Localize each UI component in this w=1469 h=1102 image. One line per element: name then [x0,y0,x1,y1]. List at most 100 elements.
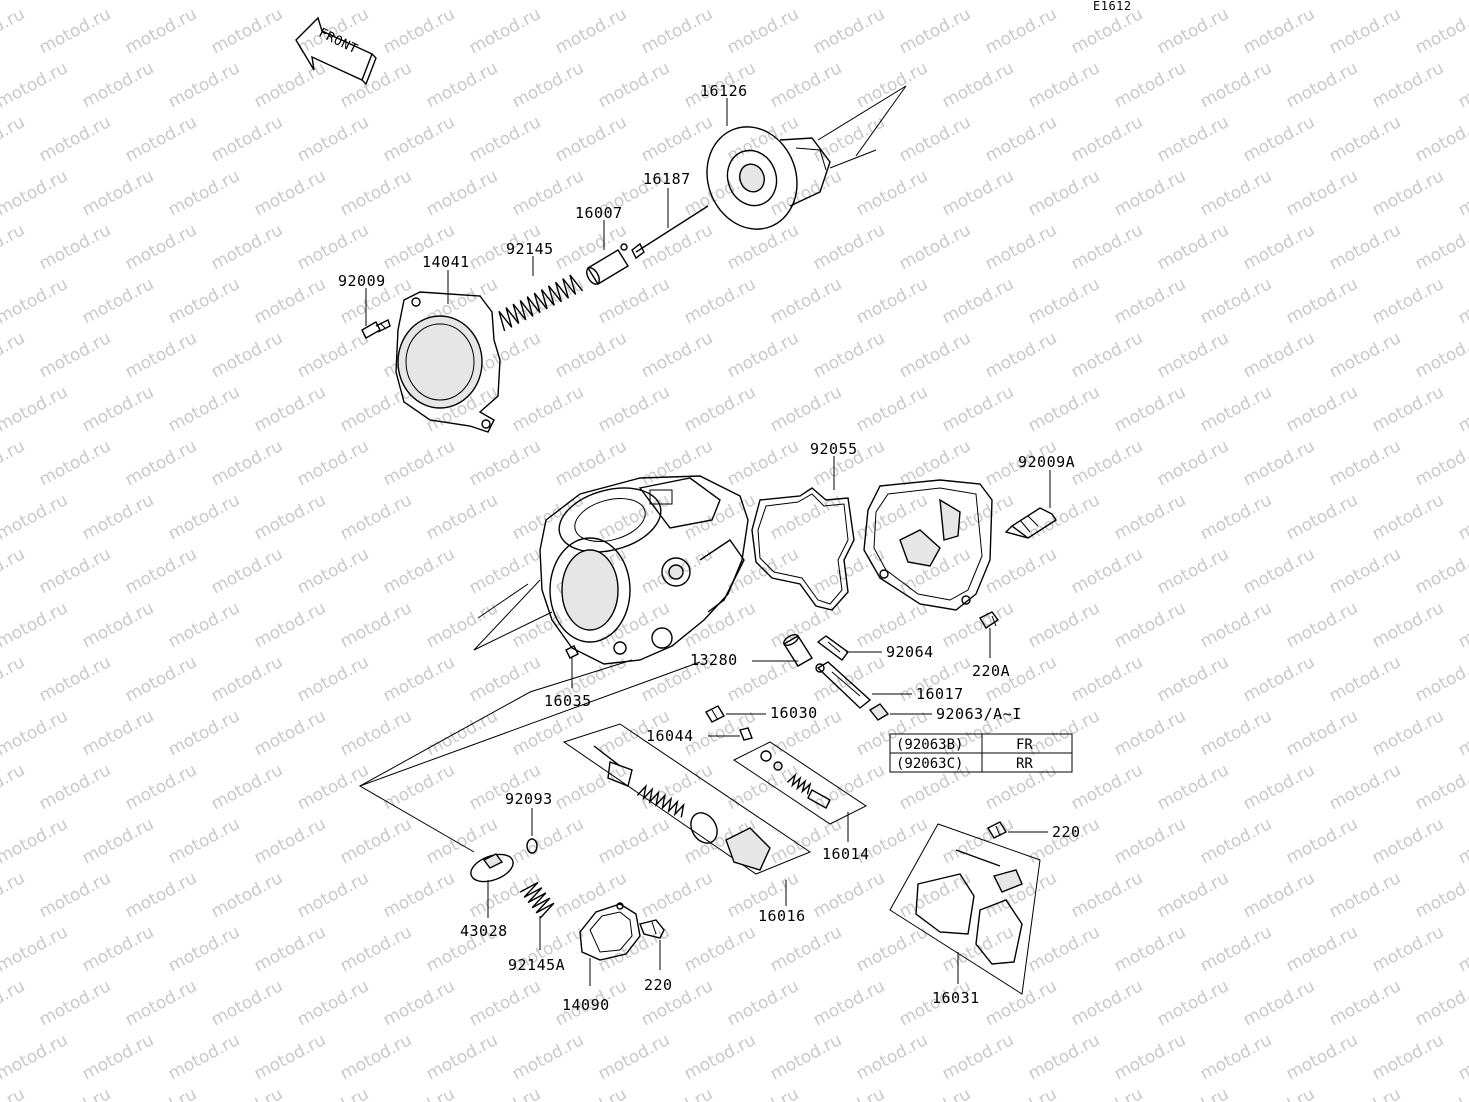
watermark-text: motod.ru [1240,544,1318,598]
watermark-text: motod.ru [853,274,931,328]
variant-table: (92063B) FR (92063C) RR [889,733,1073,773]
label-16035: 16035 [544,692,592,710]
part-16014-pilot-screw-kit-icon [733,741,867,825]
watermark-text: motod.ru [251,1030,329,1084]
watermark-text: motod.ru [122,868,200,922]
watermark-text: motod.ru [423,58,501,112]
watermark-text: motod.ru [853,58,931,112]
watermark-text: motod.ru [595,58,673,112]
watermark-text: motod.ru [1154,544,1232,598]
watermark-text: motod.ru [337,922,415,976]
watermark-text: motod.ru [1111,58,1189,112]
watermark-text: motod.ru [79,814,157,868]
watermark-text: motod.ru [638,436,716,490]
watermark-text: motod.ru [1068,220,1146,274]
watermark-text: motod.ru [767,0,845,4]
watermark-text: motod.ru [1412,544,1469,598]
watermark-text: motod.ru [724,760,802,814]
watermark-text: motod.ru [939,0,1017,4]
watermark-text: motod.ru [1283,166,1361,220]
watermark-text: motod.ru [1068,112,1146,166]
watermark-text: motod.ru [337,0,415,4]
watermark-text: motod.ru [1025,1030,1103,1084]
watermark-text: motod.ru [79,598,157,652]
watermark-text: motod.ru [1412,112,1469,166]
watermark-text: motod.ru [681,0,759,4]
watermark-text: motod.ru [896,112,974,166]
part-92009-screw-icon [361,319,391,339]
watermark-text: motod.ru [0,652,28,706]
watermark-text: motod.ru [208,976,286,1030]
watermark-text: motod.ru [0,814,71,868]
part-14041-cover-icon [395,291,501,433]
watermark-text: motod.ru [767,58,845,112]
part-92145A-spring-icon [519,881,555,919]
watermark-text: motod.ru [1412,328,1469,382]
watermark-text: motod.ru [122,1084,200,1102]
label-92145A: 92145A [508,956,565,974]
watermark-text: motod.ru [337,598,415,652]
watermark-text: motod.ru [939,814,1017,868]
watermark-text: motod.ru [767,922,845,976]
watermark-text: motod.ru [767,598,845,652]
watermark-text: motod.ru [165,382,243,436]
watermark-text: motod.ru [638,868,716,922]
part-92063-main-jet-icon [868,703,890,721]
watermark-text: motod.ru [1240,436,1318,490]
watermark-text: motod.ru [79,382,157,436]
variant-row-1-part: (92063B) [896,737,963,753]
watermark-text: motod.ru [853,0,931,4]
watermark-text: motod.ru [294,112,372,166]
watermark-text: motod.ru [466,112,544,166]
watermark-text: motod.ru [509,382,587,436]
watermark-text: motod.ru [1369,0,1447,4]
watermark-text: motod.ru [1154,652,1232,706]
watermark-text: motod.ru [853,166,931,220]
label-16187: 16187 [643,170,691,188]
watermark-text: motod.ru [251,0,329,4]
watermark-text: motod.ru [681,922,759,976]
watermark-text: motod.ru [0,922,71,976]
watermark-text: motod.ru [0,868,28,922]
watermark-text: motod.ru [36,760,114,814]
watermark-text: motod.ru [0,544,28,598]
watermark-text: motod.ru [380,436,458,490]
watermark-text: motod.ru [1326,868,1404,922]
watermark-text: motod.ru [638,1084,716,1102]
watermark-text: motod.ru [896,1084,974,1102]
label-92093: 92093 [505,790,553,808]
watermark-text: motod.ru [767,274,845,328]
watermark-text: motod.ru [466,868,544,922]
label-92064: 92064 [886,643,934,661]
watermark-text: motod.ru [1240,328,1318,382]
watermark-text: motod.ru [1283,382,1361,436]
watermark-text: motod.ru [1111,490,1189,544]
watermark-text: motod.ru [380,976,458,1030]
watermark-text: motod.ru [681,382,759,436]
watermark-text: motod.ru [1412,868,1469,922]
watermark-text: motod.ru [251,274,329,328]
watermark-text: motod.ru [1154,436,1232,490]
watermark-text: motod.ru [1068,868,1146,922]
watermark-text: motod.ru [165,0,243,4]
watermark-text: motod.ru [1326,220,1404,274]
assembly-outline [358,659,701,853]
watermark-text: motod.ru [810,1084,888,1102]
watermark-text: motod.ru [79,166,157,220]
watermark-text: motod.ru [1455,922,1469,976]
watermark-text: motod.ru [552,868,630,922]
part-16044-icon [739,727,753,741]
watermark-text: motod.ru [466,436,544,490]
watermark-text: motod.ru [1455,814,1469,868]
variant-row-2-part: (92063C) [896,756,963,772]
watermark-text: motod.ru [380,112,458,166]
watermark-text: motod.ru [896,868,974,922]
watermark-text: motod.ru [165,598,243,652]
watermark-text: motod.ru [1240,868,1318,922]
watermark-text: motod.ru [1197,922,1275,976]
watermark-text: motod.ru [810,220,888,274]
watermark-text: motod.ru [552,760,630,814]
part-16187-jet-needle-icon [631,205,709,260]
part-16014-spring-icon [786,773,812,795]
watermark-text: motod.ru [380,4,458,58]
